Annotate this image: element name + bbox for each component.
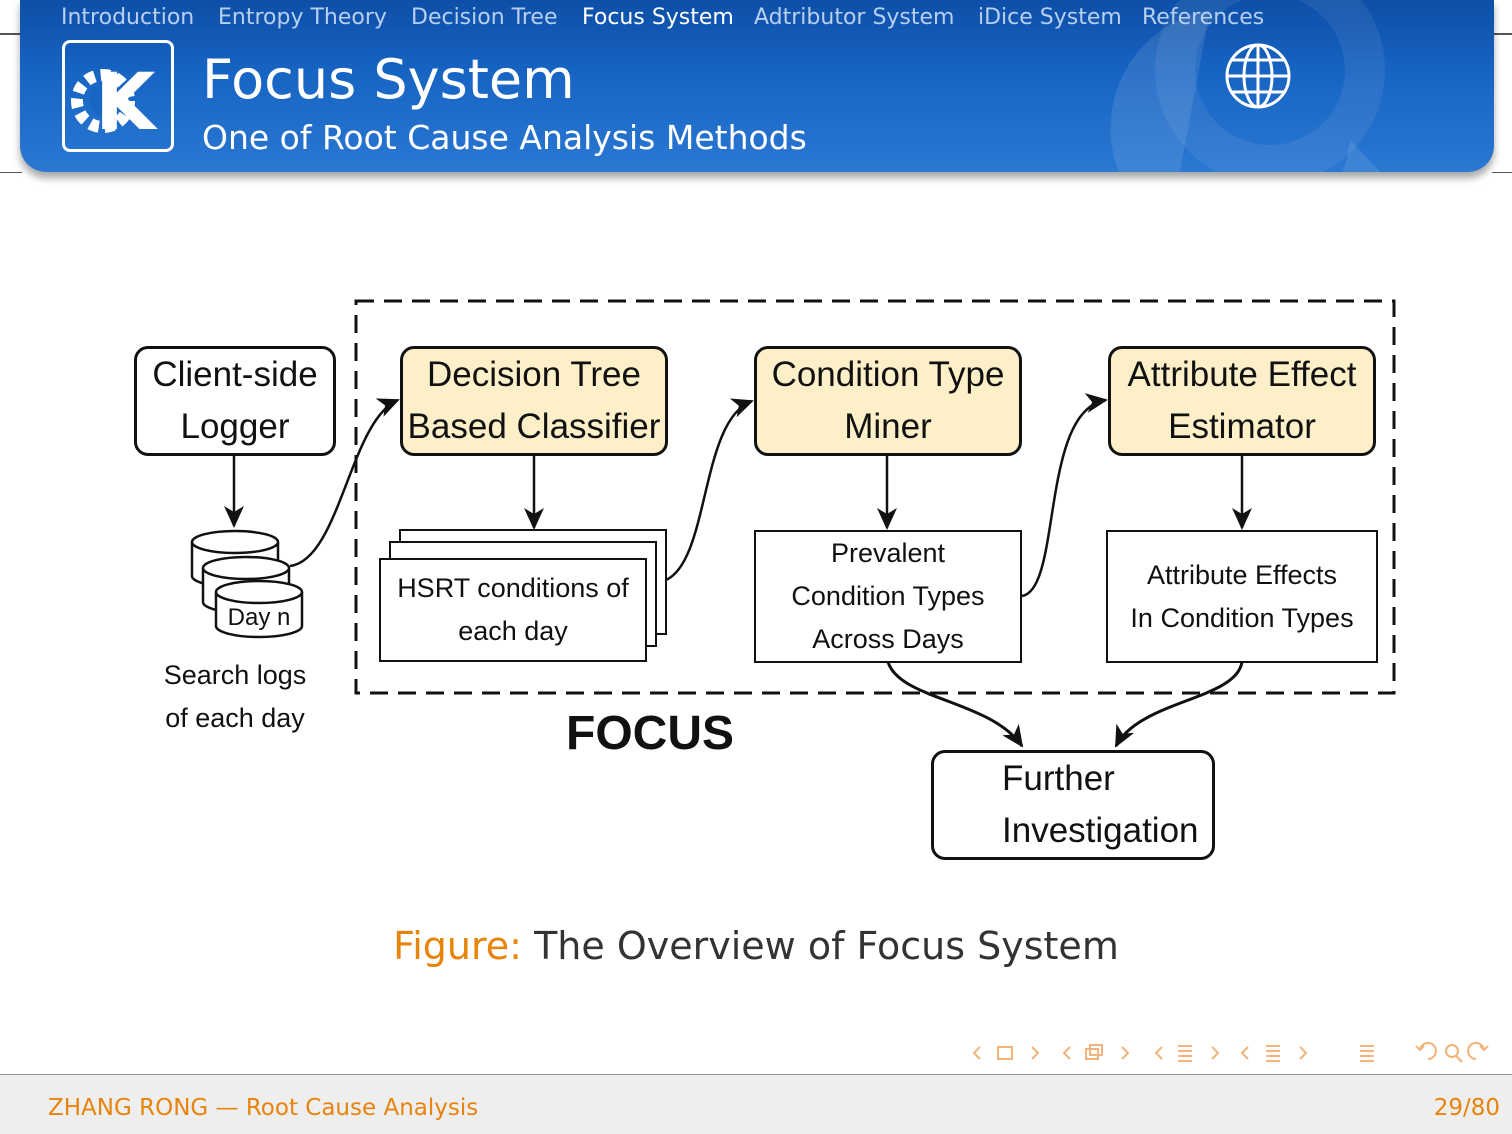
classifier-line-2: Based Classifier	[407, 407, 661, 446]
effects-line-1: Attribute Effects	[1146, 559, 1338, 590]
further-line-2: Investigation	[1002, 811, 1199, 850]
search-logs-line-1: Search logs	[163, 660, 307, 690]
nav-item-focus-system[interactable]: Focus System	[582, 5, 734, 30]
footer-bar: ZHANG RONG — Root Cause Analysis 29/80	[0, 1074, 1512, 1134]
page-subtitle: One of Root Cause Analysis Methods	[202, 118, 807, 157]
header-gear-decoration	[1110, 0, 1385, 172]
footer-page-number: 29/80	[1433, 1095, 1500, 1121]
figure-caption: Figure: The Overview of Focus System	[0, 924, 1512, 968]
client-side-logger-box: Client-side Logger	[134, 346, 336, 456]
focus-region	[354, 299, 1396, 695]
nav-search-icon[interactable]	[1445, 1044, 1463, 1063]
header-rule-left	[0, 172, 22, 173]
section-navbar: Introduction Entropy Theory Decision Tre…	[0, 0, 1512, 36]
prevalent-line-3: Across Days	[812, 624, 964, 654]
nav-presentation-icon[interactable]	[1240, 1045, 1308, 1062]
nav-item-idice-system[interactable]: iDice System	[978, 5, 1122, 30]
miner-line-2: Miner	[844, 407, 932, 446]
nav-item-references[interactable]: References	[1142, 5, 1265, 30]
arrow-prevalent-to-investigation	[886, 661, 1024, 748]
header-rule-right	[1492, 172, 1512, 173]
nav-frame-icon[interactable]	[972, 1046, 1040, 1060]
header-banner	[20, 0, 1494, 172]
figure-caption-text: The Overview of Focus System	[534, 924, 1119, 968]
search-logs-label: Search logs of each day	[134, 654, 336, 740]
arrow-prevalent-to-estimator	[1021, 393, 1108, 598]
decision-tree-classifier-box: Decision Tree Based Classifier	[400, 346, 668, 456]
prevalent-line-2: Condition Types	[791, 581, 985, 611]
estimator-line-1: Attribute Effect	[1127, 355, 1357, 394]
nav-back-icon[interactable]	[1415, 1042, 1437, 1060]
prevalent-condition-types-box: Prevalent Condition Types Across Days	[754, 530, 1022, 663]
client-logger-line-1: Client-side	[152, 355, 318, 394]
arrow-hsrt-to-miner	[665, 398, 754, 582]
nav-item-introduction[interactable]: Introduction	[61, 5, 195, 30]
client-logger-line-2: Logger	[180, 407, 290, 446]
attribute-effect-estimator-box: Attribute Effect Estimator	[1108, 346, 1376, 456]
database-day-label: Day n	[227, 604, 291, 631]
arrow-db-to-classifier	[289, 398, 400, 568]
page-title: Focus System	[202, 48, 575, 111]
kde-logo-icon: K	[62, 40, 174, 152]
search-logs-line-2: of each day	[165, 703, 305, 733]
arrow-effects-to-investigation	[1114, 661, 1244, 748]
hsrt-conditions-box: HSRT conditions of each day	[379, 558, 647, 662]
footer-author-title: ZHANG RONG — Root Cause Analysis	[48, 1095, 479, 1121]
nav-section-icon[interactable]	[1154, 1045, 1220, 1062]
nav-item-adtributor-system[interactable]: Adtributor System	[754, 5, 955, 30]
prevalent-line-1: Prevalent	[830, 538, 946, 568]
attribute-effects-box: Attribute Effects In Condition Types	[1106, 530, 1378, 663]
hsrt-line-2: each day	[458, 616, 568, 646]
database-stack-icon	[190, 529, 304, 639]
globe-icon	[1225, 43, 1291, 109]
effects-line-2: In Condition Types	[1130, 602, 1354, 633]
nav-appendix-icon[interactable]	[1360, 1045, 1374, 1062]
condition-type-miner-box: Condition Type Miner	[754, 346, 1022, 456]
nav-forward-icon[interactable]	[1467, 1042, 1489, 1060]
figure-caption-label: Figure:	[393, 924, 522, 968]
beamer-navigation-controls	[972, 1042, 1489, 1063]
further-line-1: Further	[1002, 759, 1115, 798]
nav-item-entropy-theory[interactable]: Entropy Theory	[218, 5, 387, 30]
nav-subsection-icon[interactable]	[1062, 1044, 1130, 1060]
estimator-line-2: Estimator	[1168, 407, 1316, 446]
svg-text:K: K	[95, 58, 158, 148]
further-investigation-box: Further Investigation	[931, 750, 1215, 860]
hsrt-line-1: HSRT conditions of	[397, 573, 629, 603]
miner-line-1: Condition Type	[771, 355, 1005, 394]
classifier-line-1: Decision Tree	[427, 355, 641, 394]
focus-label: FOCUS	[566, 707, 734, 760]
nav-item-decision-tree[interactable]: Decision Tree	[411, 5, 558, 30]
